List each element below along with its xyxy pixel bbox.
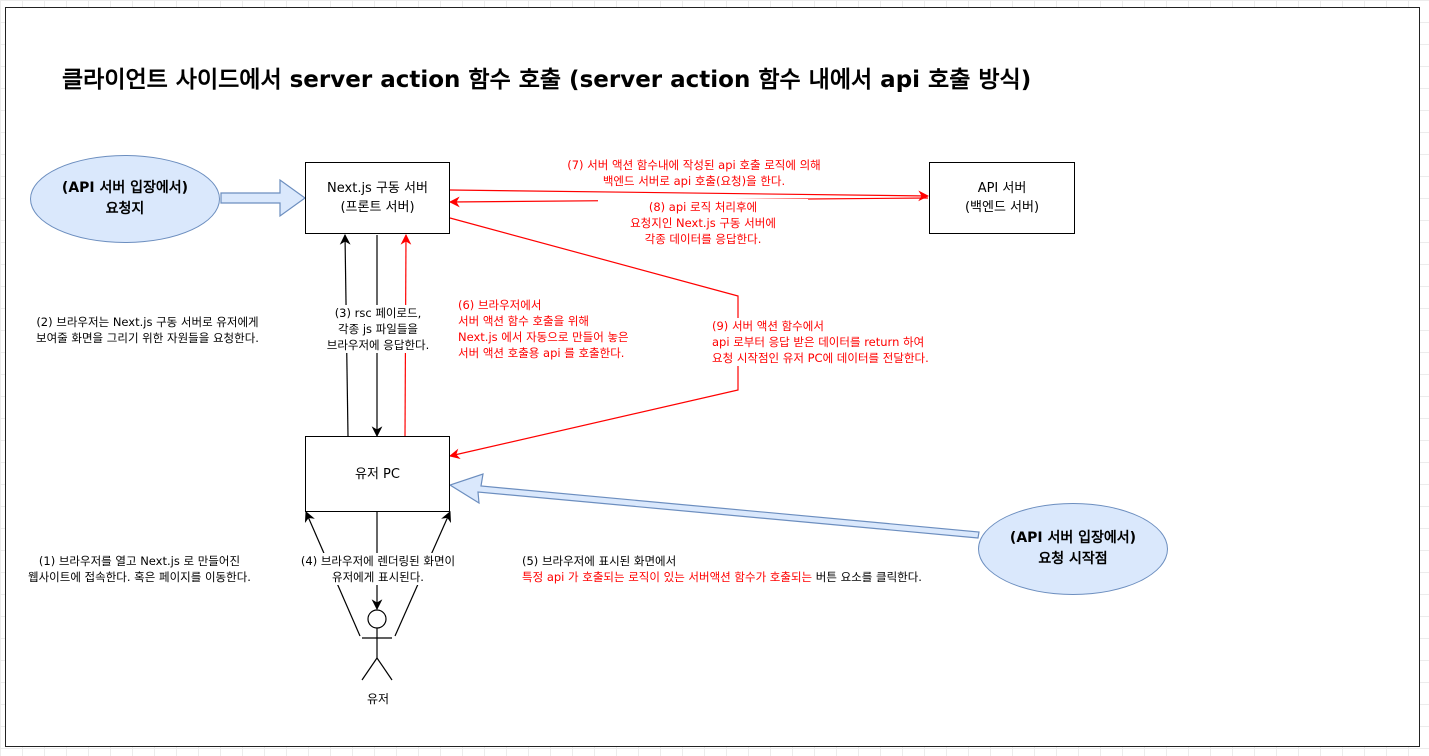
- user-pc-box[interactable]: 유저 PC: [305, 436, 450, 512]
- step6-label: (6) 브라우저에서 서버 액션 함수 호출을 위해 Next.js 에서 자동…: [458, 297, 629, 361]
- step3-label: (3) rsc 페이로드, 각종 js 파일들을 브라우저에 응답한다.: [318, 305, 438, 353]
- user-pc-label: 유저 PC: [355, 466, 400, 482]
- step9-label: (9) 서버 액션 함수에서 api 로부터 응답 받은 데이터를 return…: [712, 318, 929, 366]
- request-start-line2: 요청 시작점: [1038, 551, 1108, 567]
- user-actor-figure: [361, 609, 393, 681]
- api-server-box[interactable]: API 서버 (백엔드 서버): [929, 162, 1075, 234]
- step2-label: (2) 브라우저는 Next.js 구동 서버로 유저에게 보여줄 화면을 그리…: [36, 314, 259, 346]
- step5-label: (5) 브라우저에 표시된 화면에서 특정 api 가 호출되는 로직이 있는 …: [522, 553, 922, 585]
- request-origin-line2: 요청지: [105, 201, 145, 217]
- request-origin-line1: (API 서버 입장에서): [61, 180, 189, 196]
- page-title: 클라이언트 사이드에서 server action 함수 호출 (server …: [62, 67, 1032, 93]
- step5-label-tail: 버튼 요소를 클릭한다.: [812, 570, 922, 584]
- start-block-arrow: [448, 473, 980, 539]
- user-actor-label: 유저: [366, 692, 390, 706]
- step8-label: (8) api 로직 처리후에 요청지인 Next.js 구동 서버에 각종 데…: [598, 199, 808, 247]
- diagram-frame: [5, 7, 1420, 747]
- request-start-line1: (API 서버 입장에서): [1009, 530, 1137, 546]
- nextjs-server-box[interactable]: Next.js 구동 서버 (프론트 서버): [305, 162, 450, 234]
- api-server-label: API 서버: [977, 181, 1027, 196]
- origin-block-arrow: [220, 178, 307, 218]
- step7-label: (7) 서버 액션 함수내에 작성된 api 호출 로직에 의해 백엔드 서버로…: [549, 157, 839, 189]
- step5-label-highlight: 특정 api 가 호출되는 로직이 있는 서버액션 함수가 호출되는: [522, 570, 813, 584]
- nextjs-server-sublabel: (프론트 서버): [340, 200, 415, 215]
- edge-step7: [449, 189, 930, 202]
- request-origin-ellipse[interactable]: (API 서버 입장에서) 요청지: [30, 155, 220, 243]
- request-start-ellipse[interactable]: (API 서버 입장에서) 요청 시작점: [978, 503, 1168, 595]
- step4-label: (4) 브라우저에 렌더링된 화면이 유저에게 표시된다.: [293, 553, 463, 585]
- nextjs-server-label: Next.js 구동 서버: [327, 181, 428, 196]
- api-server-sublabel: (백엔드 서버): [964, 200, 1040, 215]
- step1-label: (1) 브라우저를 열고 Next.js 로 만들어진 웹사이트에 접속한다. …: [28, 553, 251, 585]
